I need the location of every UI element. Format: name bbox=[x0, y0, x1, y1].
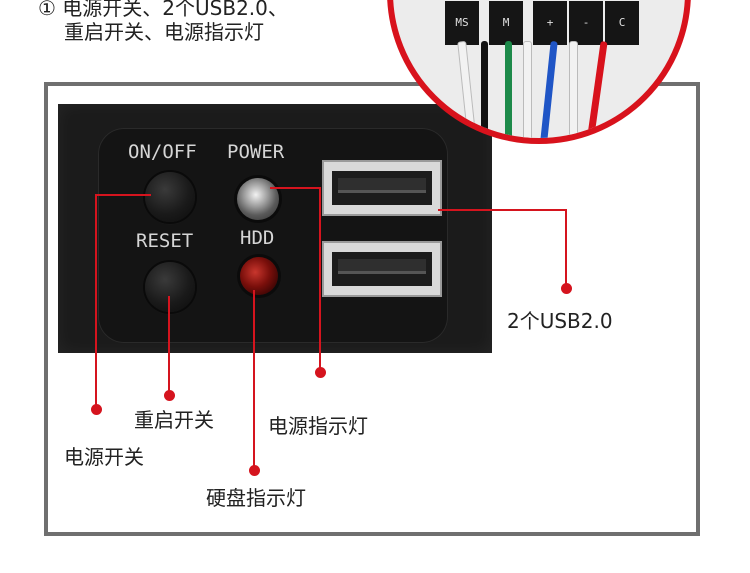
power-switch-callout-line-v bbox=[95, 194, 97, 409]
usb-callout-line-v bbox=[565, 209, 567, 287]
wire-white-2 bbox=[523, 41, 532, 138]
hdd-callout-line-v bbox=[253, 290, 255, 470]
connector-label-4: - bbox=[569, 1, 603, 45]
reset-label: RESET bbox=[136, 230, 194, 252]
wire-green bbox=[505, 41, 512, 138]
connector-label-1: MS bbox=[445, 1, 479, 45]
hdd-callout-text: 硬盘指示灯 bbox=[206, 486, 306, 510]
power-led-callout-line-h bbox=[270, 187, 320, 189]
reset-callout-dot bbox=[164, 390, 175, 401]
hdd-label: HDD bbox=[240, 227, 275, 249]
wire-white-3 bbox=[569, 41, 578, 138]
usb-callout-dot bbox=[561, 283, 572, 294]
hdd-led bbox=[240, 257, 278, 295]
wire-blue bbox=[539, 40, 558, 138]
reset-callout-line-v bbox=[168, 296, 170, 394]
reset-callout-text: 重启开关 bbox=[134, 408, 214, 432]
power-led-callout-line-v bbox=[319, 187, 321, 372]
connector-label-2: M bbox=[489, 1, 523, 45]
power-switch-callout-text: 电源开关 bbox=[64, 445, 144, 469]
power-switch-button bbox=[145, 172, 195, 222]
intro-line-1: ① 电源开关、2个USB2.0、 bbox=[38, 0, 288, 20]
wire-black bbox=[481, 41, 488, 138]
hdd-callout-dot bbox=[249, 465, 260, 476]
power-led-callout-dot bbox=[315, 367, 326, 378]
power-led bbox=[237, 178, 279, 220]
usb-port-1 bbox=[322, 160, 442, 216]
intro-line-2: 重启开关、电源指示灯 bbox=[64, 20, 264, 44]
connector-label-5: C bbox=[605, 1, 639, 45]
power-led-callout-text: 电源指示灯 bbox=[268, 414, 368, 438]
usb-callout-line-h bbox=[438, 209, 566, 211]
onoff-label: ON/OFF bbox=[128, 141, 197, 163]
power-switch-callout-line-h bbox=[95, 194, 151, 196]
usb-callout-text: 2个USB2.0 bbox=[507, 309, 613, 333]
connector-label-3: + bbox=[533, 1, 567, 45]
power-label: POWER bbox=[227, 141, 285, 163]
power-switch-callout-dot bbox=[91, 404, 102, 415]
reset-switch-button bbox=[145, 262, 195, 312]
usb-port-2 bbox=[322, 241, 442, 297]
wire-red bbox=[585, 41, 608, 138]
